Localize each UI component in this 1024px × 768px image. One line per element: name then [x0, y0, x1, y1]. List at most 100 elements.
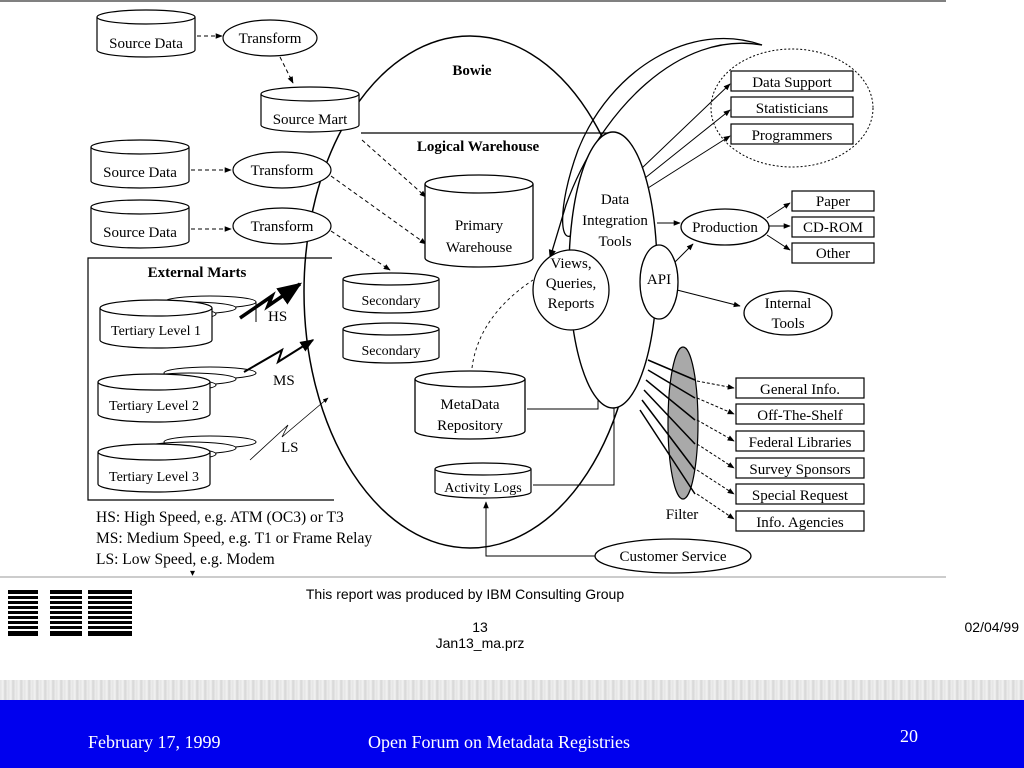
svg-text:API: API	[647, 272, 671, 288]
survey-sponsors-box	[735, 457, 865, 479]
user-group-boundary	[710, 48, 874, 168]
internal-tools	[743, 290, 833, 336]
api	[639, 244, 679, 320]
source-mart: Source Mart	[260, 86, 360, 133]
off-the-shelf-box	[735, 403, 865, 425]
transform-2	[232, 151, 332, 189]
report-credit: This report was produced by IBM Consulti…	[306, 586, 624, 602]
svg-text:Source Data: Source Data	[109, 36, 183, 52]
footer-title: Open Forum on Metadata Registries	[368, 732, 630, 752]
hs-link	[239, 282, 303, 320]
ls-label: LS	[281, 440, 299, 456]
ms-label: MS	[273, 373, 295, 389]
svg-text:LS: Low Speed, e.g. Modem: LS: Low Speed, e.g. Modem	[96, 551, 275, 568]
federal-libraries-box	[735, 430, 865, 452]
svg-text:Source Mart: Source Mart	[273, 112, 348, 128]
transform-2-label: Transform	[251, 163, 314, 179]
slide-footer: February 17, 1999 Open Forum on Metadata…	[0, 700, 1024, 768]
svg-text:Tertiary Level 2: Tertiary Level 2	[109, 399, 199, 414]
svg-text:Production: Production	[692, 220, 758, 236]
speed-legend: HS: High Speed, e.g. ATM (OC3) or T3 MS:…	[96, 509, 372, 568]
logical-warehouse-label: Logical Warehouse	[417, 139, 540, 155]
transform-3	[232, 207, 332, 245]
svg-text:Survey Sponsors: Survey Sponsors	[749, 462, 850, 478]
svg-text:Programmers: Programmers	[752, 128, 833, 144]
svg-text:Statisticians: Statisticians	[756, 101, 829, 117]
source-data-3: Source Data	[90, 199, 190, 249]
svg-text:Customer Service: Customer Service	[619, 549, 726, 565]
footer-page-number: 20	[900, 726, 918, 746]
hs-label: HS	[268, 309, 287, 325]
views-queries-reports	[532, 249, 610, 331]
svg-text:Integration: Integration	[582, 213, 648, 229]
secondary-2: Secondary	[342, 322, 440, 364]
svg-text:Activity Logs: Activity Logs	[444, 481, 521, 496]
primary-warehouse: Primary Warehouse	[424, 174, 534, 268]
paper-box	[791, 190, 875, 212]
secondary-1: Secondary	[342, 272, 440, 314]
svg-text:Tools: Tools	[771, 316, 804, 332]
report-file: Jan13_ma.prz	[436, 635, 525, 651]
svg-text:Warehouse: Warehouse	[446, 240, 513, 256]
bowie-label: Bowie	[452, 63, 492, 79]
source-data-1: Source Data	[96, 9, 196, 58]
svg-text:Federal Libraries: Federal Libraries	[749, 435, 852, 451]
svg-text:MetaData: MetaData	[440, 397, 499, 413]
cd-rom-box	[791, 216, 875, 238]
metadata-repository: MetaData Repository	[414, 370, 526, 440]
svg-text:Data Support: Data Support	[752, 75, 832, 91]
svg-text:Views,: Views,	[550, 256, 591, 272]
data-support-box	[730, 70, 854, 92]
programmers-box	[730, 123, 854, 145]
other-box	[791, 242, 875, 264]
ms-link	[243, 339, 315, 373]
tertiary-level-1: Tertiary Level 1	[99, 295, 257, 349]
special-request-box	[735, 483, 865, 505]
filter	[667, 346, 699, 500]
production	[680, 208, 770, 246]
transform-1-label: Transform	[239, 31, 302, 47]
svg-text:CD-ROM: CD-ROM	[803, 220, 863, 236]
views-arrow-curve	[548, 42, 763, 259]
texture-band	[0, 680, 1024, 700]
svg-text:MS: Medium Speed, e.g. T1 or F: MS: Medium Speed, e.g. T1 or Frame Relay	[96, 530, 372, 547]
svg-text:Data: Data	[601, 192, 630, 208]
statisticians-box	[730, 96, 854, 118]
svg-text:Reports: Reports	[548, 296, 595, 312]
svg-text:Off-The-Shelf: Off-The-Shelf	[757, 408, 843, 424]
ls-link	[249, 397, 329, 461]
general-info-box	[735, 377, 865, 399]
ibm-logo	[8, 590, 132, 636]
svg-text:Secondary: Secondary	[361, 294, 420, 309]
transform-3-label: Transform	[251, 219, 314, 235]
svg-text:Other: Other	[816, 246, 850, 262]
report-date: 02/04/99	[965, 619, 1020, 635]
svg-text:Tertiary Level 3: Tertiary Level 3	[109, 470, 199, 485]
svg-text:Tertiary Level 1: Tertiary Level 1	[111, 324, 201, 339]
activity-logs: Activity Logs	[434, 462, 532, 499]
svg-text:General Info.: General Info.	[760, 382, 840, 398]
svg-text:Primary: Primary	[455, 218, 504, 234]
svg-text:HS: High Speed, e.g. ATM (OC3): HS: High Speed, e.g. ATM (OC3) or T3	[96, 509, 344, 526]
svg-text:Paper: Paper	[816, 194, 850, 210]
tertiary-level-2: Tertiary Level 2	[97, 366, 257, 423]
svg-text:Internal: Internal	[765, 296, 812, 312]
svg-text:Info. Agencies: Info. Agencies	[756, 515, 844, 531]
svg-text:Tools: Tools	[598, 234, 631, 250]
svg-text:Queries,: Queries,	[546, 276, 596, 292]
transform-1	[222, 19, 318, 57]
svg-text:Source Data: Source Data	[103, 225, 177, 241]
filter-label: Filter	[666, 507, 699, 523]
report-page: 13	[472, 619, 488, 635]
footer-date: February 17, 1999	[88, 732, 221, 752]
svg-text:▾: ▾	[190, 568, 195, 579]
svg-text:Source Data: Source Data	[103, 165, 177, 181]
tertiary-level-3: Tertiary Level 3	[97, 435, 257, 493]
svg-text:Special Request: Special Request	[752, 488, 849, 504]
info-agencies-box	[735, 510, 865, 532]
external-marts-label: External Marts	[148, 265, 247, 281]
source-data-2: Source Data	[90, 139, 190, 189]
svg-text:Secondary: Secondary	[361, 344, 420, 359]
svg-text:Repository: Repository	[437, 418, 503, 434]
